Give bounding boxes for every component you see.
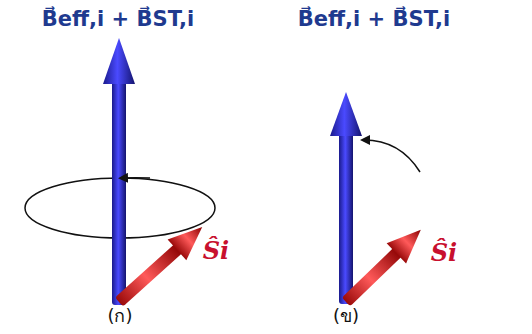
- field-arrow-head: [330, 92, 362, 136]
- field-label: B⃗eff,i + B⃗ST,i: [42, 8, 194, 31]
- spin-label: Ŝi: [431, 240, 457, 266]
- damping-arrow: [364, 140, 420, 172]
- spin-label: Ŝi: [203, 238, 229, 264]
- field-arrow-head: [103, 38, 135, 84]
- damping-panel: [330, 92, 431, 312]
- field-arrow-shaft: [339, 132, 353, 304]
- field-arrow-shaft: [112, 80, 126, 305]
- field-label: B⃗eff,i + B⃗ST,i: [298, 8, 450, 31]
- rotation-arrow: [122, 177, 150, 179]
- spin-arrow: [336, 220, 430, 312]
- panel-label: (ข): [333, 306, 359, 326]
- panel-label: (ก): [107, 306, 132, 326]
- spin-arrow: [110, 217, 212, 313]
- precession-panel: [25, 38, 215, 312]
